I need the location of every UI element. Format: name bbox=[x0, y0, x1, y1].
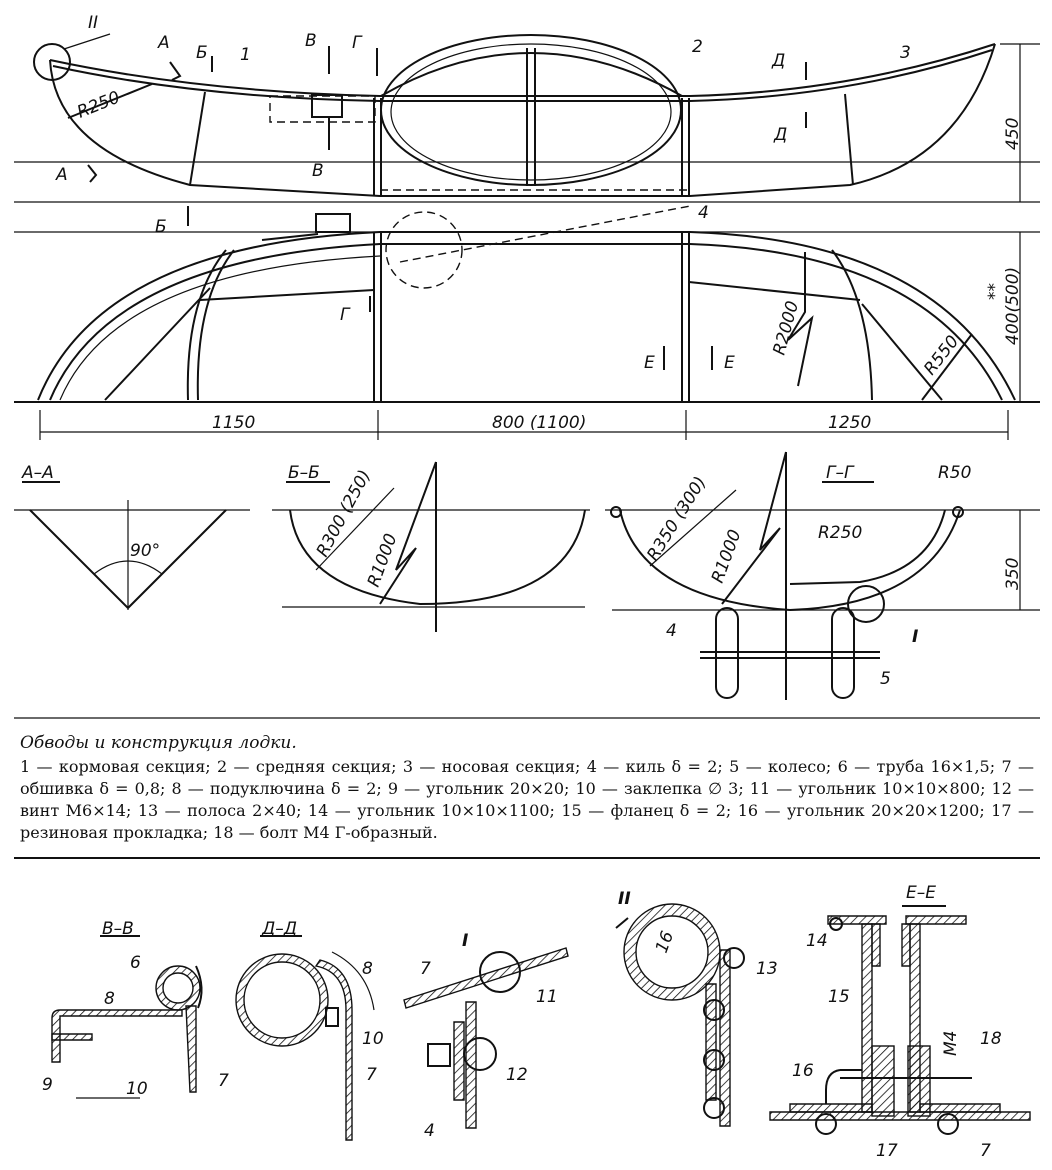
detail-i bbox=[403, 947, 569, 1129]
label-16: 16 bbox=[792, 1061, 814, 1081]
label-a-bottom: А bbox=[55, 165, 68, 185]
label-part3: 3 bbox=[900, 43, 911, 63]
label-90: 90° bbox=[130, 541, 160, 561]
label-b-top: Б bbox=[196, 43, 208, 63]
label-13: 13 bbox=[756, 959, 778, 979]
label-4-i: 4 bbox=[424, 1121, 435, 1141]
detail-ii-marker bbox=[33, 43, 71, 81]
label-part2: 2 bbox=[692, 37, 703, 57]
section-bb bbox=[272, 461, 590, 632]
label-d-bottom: Д bbox=[773, 125, 787, 145]
label-part1: 1 bbox=[240, 45, 251, 65]
label-r250: R250 bbox=[74, 88, 123, 123]
label-7-vv: 7 bbox=[218, 1071, 229, 1091]
label-ii: II bbox=[88, 13, 98, 33]
figure-caption: Обводы и конструкция лодки. 1 — кормовая… bbox=[20, 732, 1034, 844]
title-gg: Г–Г bbox=[826, 463, 855, 483]
title-i: I bbox=[462, 931, 468, 951]
label-roman-i: I bbox=[912, 627, 918, 647]
detail-vv bbox=[51, 935, 203, 1099]
label-e-left: Е bbox=[644, 353, 655, 373]
label-v-bottom: В bbox=[312, 161, 324, 181]
label-18: 18 bbox=[980, 1029, 1002, 1049]
label-11: 11 bbox=[536, 987, 558, 1007]
dim-1250: 1250 bbox=[828, 413, 871, 433]
detail-ee bbox=[769, 905, 1031, 1135]
caption-text: 1 — кормовая секция; 2 — средняя секция;… bbox=[20, 757, 1034, 842]
section-aa bbox=[14, 481, 250, 610]
label-m4: М4 bbox=[941, 1031, 961, 1056]
detail-ii bbox=[615, 903, 745, 1127]
dim-800: 800 (1100) bbox=[492, 413, 586, 433]
label-d-top: Д bbox=[771, 51, 785, 71]
title-aa: А–А bbox=[21, 463, 54, 483]
label-b-bottom: Б bbox=[155, 217, 167, 237]
label-8-vv: 8 bbox=[104, 989, 115, 1009]
label-12: 12 bbox=[506, 1065, 528, 1085]
detail-dd bbox=[235, 935, 375, 1141]
label-9: 9 bbox=[42, 1075, 53, 1095]
dim-450: 450 bbox=[1003, 118, 1023, 150]
label-e-right: Е bbox=[724, 353, 735, 373]
label-r250-gg: R250 bbox=[818, 523, 862, 543]
label-7-i: 7 bbox=[420, 959, 431, 979]
label-v-top: В bbox=[305, 31, 317, 51]
dim-stars: ** bbox=[985, 283, 1005, 300]
label-7-ee: 7 bbox=[980, 1141, 991, 1161]
label-g-side: Г bbox=[340, 305, 351, 325]
label-a-top: А bbox=[157, 33, 170, 53]
side-view bbox=[14, 205, 1040, 440]
label-part4: 4 bbox=[698, 203, 709, 223]
title-dd: Д–Д bbox=[261, 919, 297, 939]
plan-view bbox=[14, 33, 1040, 226]
dim-1150: 1150 bbox=[212, 413, 255, 433]
title-ii: II bbox=[618, 889, 631, 909]
section-gg bbox=[605, 451, 1040, 700]
label-5-gg: 5 bbox=[880, 669, 891, 689]
title-vv: В–В bbox=[102, 919, 134, 939]
label-8-dd: 8 bbox=[362, 959, 373, 979]
title-ee: Е–Е bbox=[906, 883, 936, 903]
label-6: 6 bbox=[130, 953, 141, 973]
label-17: 17 bbox=[876, 1141, 898, 1161]
caption-title: Обводы и конструкция лодки. bbox=[20, 733, 297, 753]
label-7-dd: 7 bbox=[366, 1065, 377, 1085]
label-r1000-gg: R1000 bbox=[708, 527, 746, 586]
title-bb: Б–Б bbox=[288, 463, 320, 483]
label-g-top: Г bbox=[352, 33, 363, 53]
label-r350: R350 (300) bbox=[643, 473, 711, 564]
label-r2000: R2000 bbox=[770, 299, 804, 357]
label-r300: R300 (250) bbox=[313, 467, 375, 561]
dim-400: 400(500) bbox=[1003, 267, 1023, 345]
dim-350: 350 bbox=[1003, 558, 1023, 590]
label-15: 15 bbox=[828, 987, 850, 1007]
label-10-vv: 10 bbox=[126, 1079, 148, 1099]
label-14: 14 bbox=[806, 931, 828, 951]
label-4-gg: 4 bbox=[666, 621, 677, 641]
label-r50: R50 bbox=[938, 463, 971, 483]
label-10-dd: 10 bbox=[362, 1029, 384, 1049]
